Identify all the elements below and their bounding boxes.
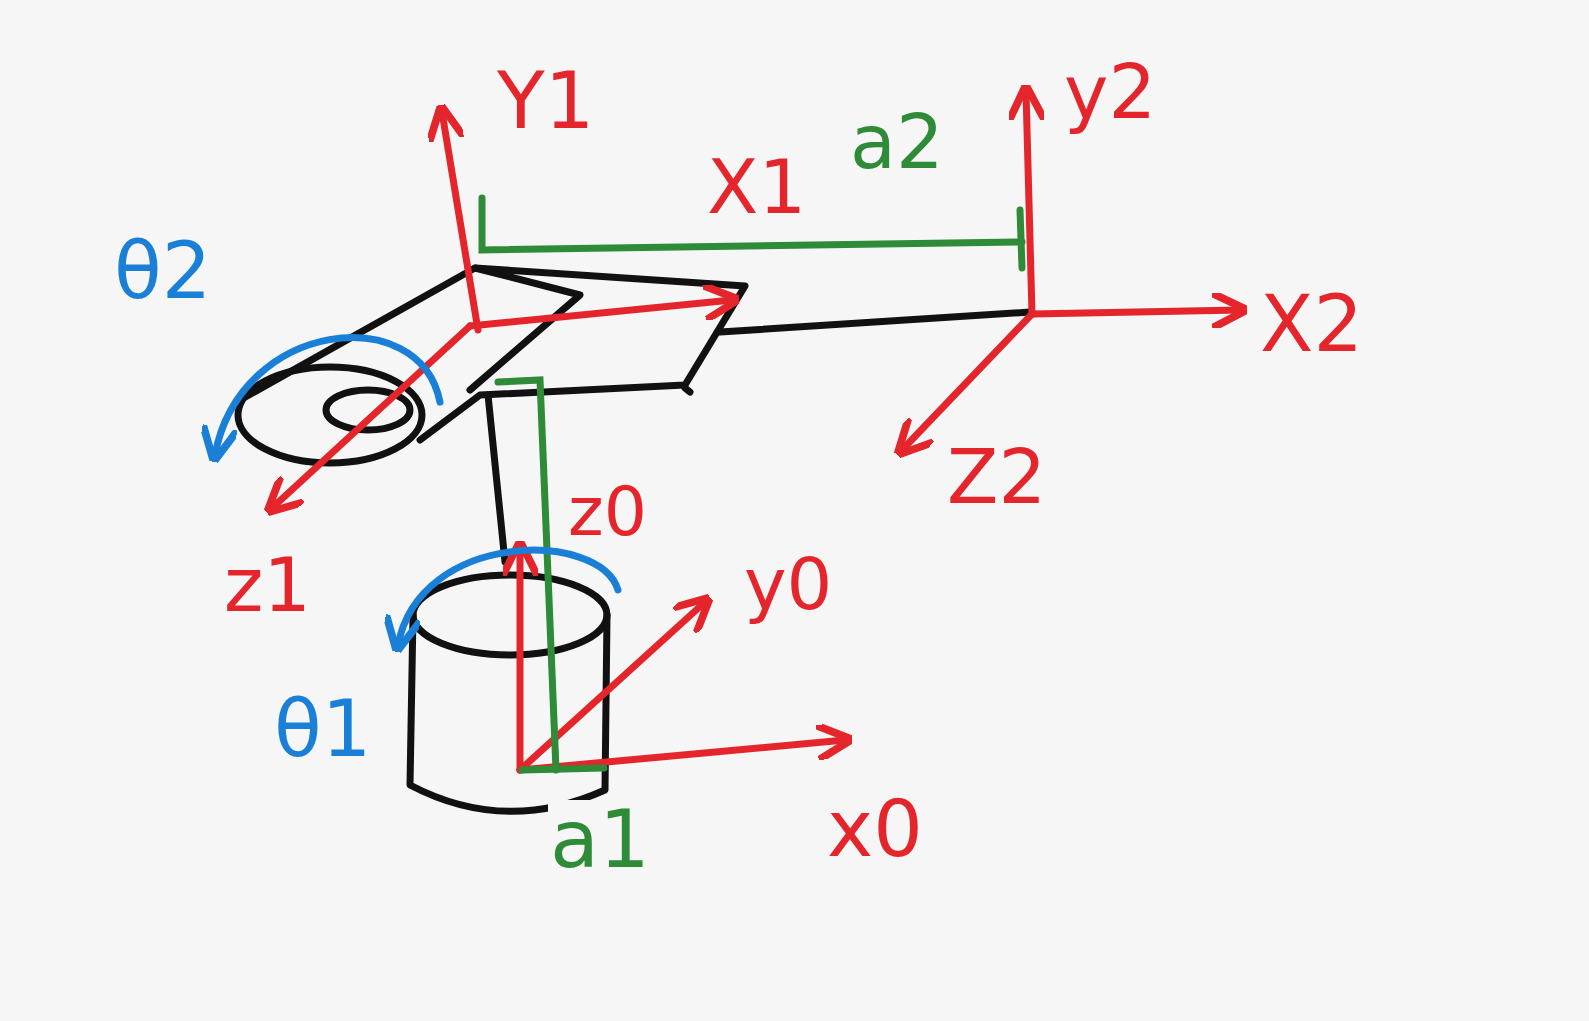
- arm-outline: [238, 268, 1030, 811]
- axis-label: x0: [825, 790, 925, 868]
- dimension-label: a2: [848, 105, 946, 180]
- joint-angle-label: θ2: [112, 232, 213, 310]
- dimension-brackets: [482, 198, 1022, 770]
- axis-label: z1: [222, 548, 313, 623]
- axis-label: Z2: [945, 440, 1048, 515]
- axis-label: Y1: [495, 62, 596, 140]
- axis-label: z0: [566, 478, 649, 546]
- frame-axes: [272, 92, 1240, 770]
- axis-label: X1: [705, 150, 808, 225]
- rotation-arrows: [215, 338, 618, 645]
- axis-label: X2: [1258, 285, 1365, 363]
- axis-label: y0: [742, 548, 834, 620]
- joint-angle-label: θ1: [272, 690, 373, 768]
- dimension-label: a1: [548, 800, 652, 880]
- axis-label: y2: [1062, 55, 1158, 130]
